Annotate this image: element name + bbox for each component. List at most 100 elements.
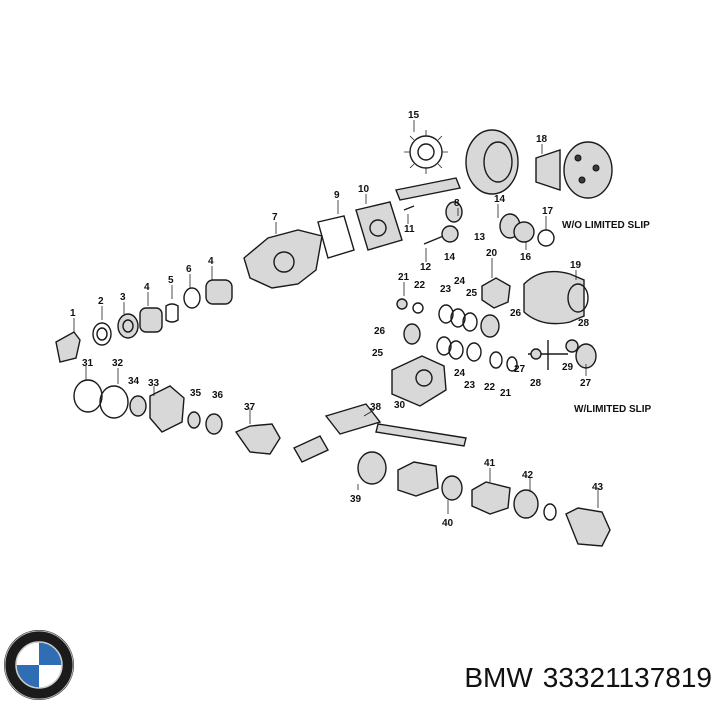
- callout: 22: [414, 280, 426, 291]
- callout: 19: [570, 260, 582, 271]
- part-41-hub: [471, 481, 511, 515]
- part-11-bolt: [403, 205, 415, 211]
- cv-joint: [293, 435, 329, 463]
- part-number: 33321137819: [542, 662, 712, 693]
- callout: 21: [398, 272, 410, 283]
- callout: 14: [444, 252, 456, 263]
- brand-name: BMW: [464, 662, 533, 693]
- part-15-star-plate: [404, 130, 448, 174]
- callout: 39: [350, 494, 362, 505]
- callout: 27: [514, 364, 526, 375]
- callout: 24: [454, 368, 466, 379]
- callout: 1: [70, 308, 76, 319]
- part-5-spacer: [165, 303, 179, 323]
- callout: 9: [334, 190, 340, 201]
- callout: 32: [112, 358, 124, 369]
- part-42-bearing: [513, 489, 539, 519]
- callout: 25: [372, 348, 384, 359]
- callout: 29: [562, 362, 574, 373]
- part-32-gasket: [99, 385, 129, 419]
- callout: 23: [440, 284, 452, 295]
- part-21: [396, 298, 408, 310]
- callout: 15: [408, 110, 420, 121]
- part-20-case-half: [481, 277, 511, 309]
- callout-numbers: 1 2 3 4 5 6 4 7 9 10 11 12 8 14 13 14 15…: [70, 110, 604, 529]
- part-43-flange: [565, 507, 611, 547]
- part-40-ring: [441, 475, 463, 501]
- callout: 5: [168, 275, 174, 286]
- part-14-washer-lower: [441, 225, 459, 243]
- part-8-pinion: [395, 177, 461, 201]
- part-26-gear: [480, 314, 500, 338]
- callout: 36: [212, 390, 224, 401]
- callout: 25: [466, 288, 478, 299]
- part-17-ring: [537, 229, 555, 247]
- callout: 3: [120, 292, 126, 303]
- callout: 22: [484, 382, 496, 393]
- callout: 42: [522, 470, 534, 481]
- callout: 12: [420, 262, 432, 273]
- callout: 31: [82, 358, 94, 369]
- part-33-cover: [149, 385, 185, 433]
- callout: 6: [186, 264, 192, 275]
- callout: 14: [494, 194, 506, 205]
- callout: 35: [190, 388, 202, 399]
- part-23-disc: [438, 304, 454, 324]
- callout: 2: [98, 296, 104, 307]
- hub-housing: [397, 461, 439, 497]
- part-shapes: [55, 129, 613, 547]
- callout: 8: [454, 198, 460, 209]
- part-38-axle-shaft: [324, 403, 467, 447]
- part-24-disc: [450, 308, 466, 328]
- callout: 27: [580, 378, 592, 389]
- part-10-cover: [355, 201, 403, 251]
- callout: 26: [374, 326, 386, 337]
- callout: 20: [486, 248, 498, 259]
- callout: 30: [394, 400, 406, 411]
- part-26-gear-left: [403, 323, 421, 345]
- exploded-parts-diagram: 1 2 3 4 5 6 4 7 9 10 11 12 8 14 13 14 15…: [55, 110, 652, 547]
- part-25-disc: [462, 312, 478, 332]
- callout: 24: [454, 276, 466, 287]
- bmw-roundel-logo: [4, 630, 74, 700]
- part-4-bearing-right: [205, 279, 233, 305]
- callout: 26: [510, 308, 522, 319]
- part-7-housing: [243, 229, 323, 289]
- callout: 41: [484, 458, 496, 469]
- callout: 10: [358, 184, 370, 195]
- part-16-bearing: [513, 221, 535, 243]
- part-35: [187, 411, 201, 429]
- part-30-lsd-case-half: [391, 355, 447, 407]
- callout: 4: [208, 256, 214, 267]
- part-6-ring: [183, 287, 201, 309]
- callout: 17: [542, 206, 554, 217]
- caption-w-limited-slip: W/LIMITED SLIP: [574, 404, 652, 415]
- part-14-washer: [445, 201, 463, 223]
- leader-lines: [73, 120, 599, 514]
- callout: 43: [592, 482, 604, 493]
- callout: 18: [536, 134, 548, 145]
- part-31-gasket: [73, 379, 103, 413]
- callout: 34: [128, 376, 140, 387]
- callout: 4: [144, 282, 150, 293]
- callout: 23: [464, 380, 476, 391]
- part-19-lsd-case: [523, 270, 589, 325]
- callout: 28: [530, 378, 542, 389]
- callout: 37: [244, 402, 256, 413]
- callout: 38: [370, 402, 382, 413]
- part-1-flange: [55, 331, 81, 363]
- part-34-bearing: [129, 395, 147, 417]
- callout: 13: [474, 232, 486, 243]
- footer-caption: BMW 33321137819: [454, 662, 712, 694]
- part-22: [412, 302, 424, 314]
- part-4-bearing: [139, 307, 163, 333]
- callout: 11: [404, 224, 415, 235]
- part-39-boot: [357, 451, 387, 485]
- callout: 16: [520, 252, 532, 263]
- callout: 40: [442, 518, 454, 529]
- callout: 21: [500, 388, 512, 399]
- part-18-diff-case: [535, 141, 613, 199]
- caption-wo-limited-slip: W/O LIMITED SLIP: [562, 220, 650, 231]
- part-37-flange: [234, 423, 281, 455]
- ring-gear: [465, 129, 519, 195]
